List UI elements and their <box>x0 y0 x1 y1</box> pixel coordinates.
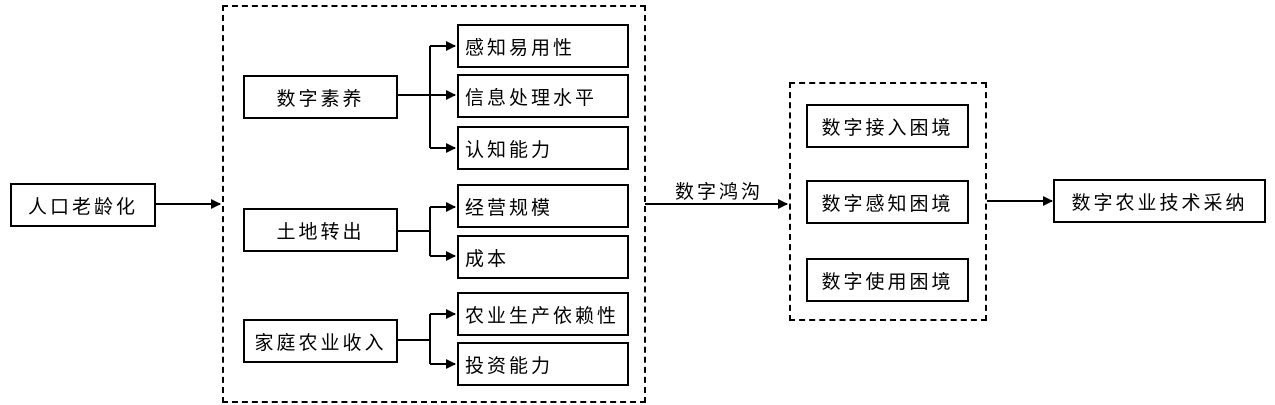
effect-label: 投资能力 <box>465 354 554 377</box>
effect-node: 农业生产依赖性 <box>457 292 629 336</box>
effect-node: 投资能力 <box>457 342 629 386</box>
mediator-label: 数字鸿沟 <box>675 181 764 203</box>
source-node: 人口老龄化 <box>10 183 156 227</box>
branch-digital-literacy <box>397 41 456 153</box>
factor-label: 土地转出 <box>276 220 365 243</box>
branch-household-income <box>397 309 456 369</box>
factors-group <box>222 5 646 403</box>
effect-label: 感知易用性 <box>465 36 576 59</box>
branch-land-transfer <box>397 202 456 261</box>
factor-node-household-income: 家庭农业收入 <box>243 319 398 363</box>
effect-node: 成本 <box>457 235 629 279</box>
outcome-label: 数字农业技术采纳 <box>1071 191 1248 214</box>
effect-label: 成本 <box>465 247 510 270</box>
divide-label: 数字接入困境 <box>821 116 954 139</box>
divide-label: 数字使用困境 <box>821 270 954 293</box>
divides-group <box>789 82 987 321</box>
divide-node-perception: 数字感知困境 <box>806 180 969 224</box>
effect-node: 信息处理水平 <box>457 74 629 118</box>
effect-label: 认知能力 <box>465 138 554 161</box>
effect-node: 经营规模 <box>457 184 629 228</box>
effect-label: 农业生产依赖性 <box>465 304 620 327</box>
divide-node-usage: 数字使用困境 <box>806 258 969 302</box>
factor-node-digital-literacy: 数字素养 <box>243 75 398 119</box>
factor-node-land-transfer: 土地转出 <box>243 208 398 252</box>
source-node-label: 人口老龄化 <box>27 195 138 218</box>
outcome-node: 数字农业技术采纳 <box>1053 179 1266 223</box>
factor-label: 数字素养 <box>276 87 365 110</box>
effect-node: 感知易用性 <box>457 24 629 68</box>
divide-node-access: 数字接入困境 <box>806 104 969 148</box>
effect-label: 经营规模 <box>465 196 554 219</box>
effect-label: 信息处理水平 <box>465 86 598 109</box>
effect-node: 认知能力 <box>457 126 629 170</box>
factor-label: 家庭农业收入 <box>254 331 387 354</box>
divide-label: 数字感知困境 <box>821 192 954 215</box>
